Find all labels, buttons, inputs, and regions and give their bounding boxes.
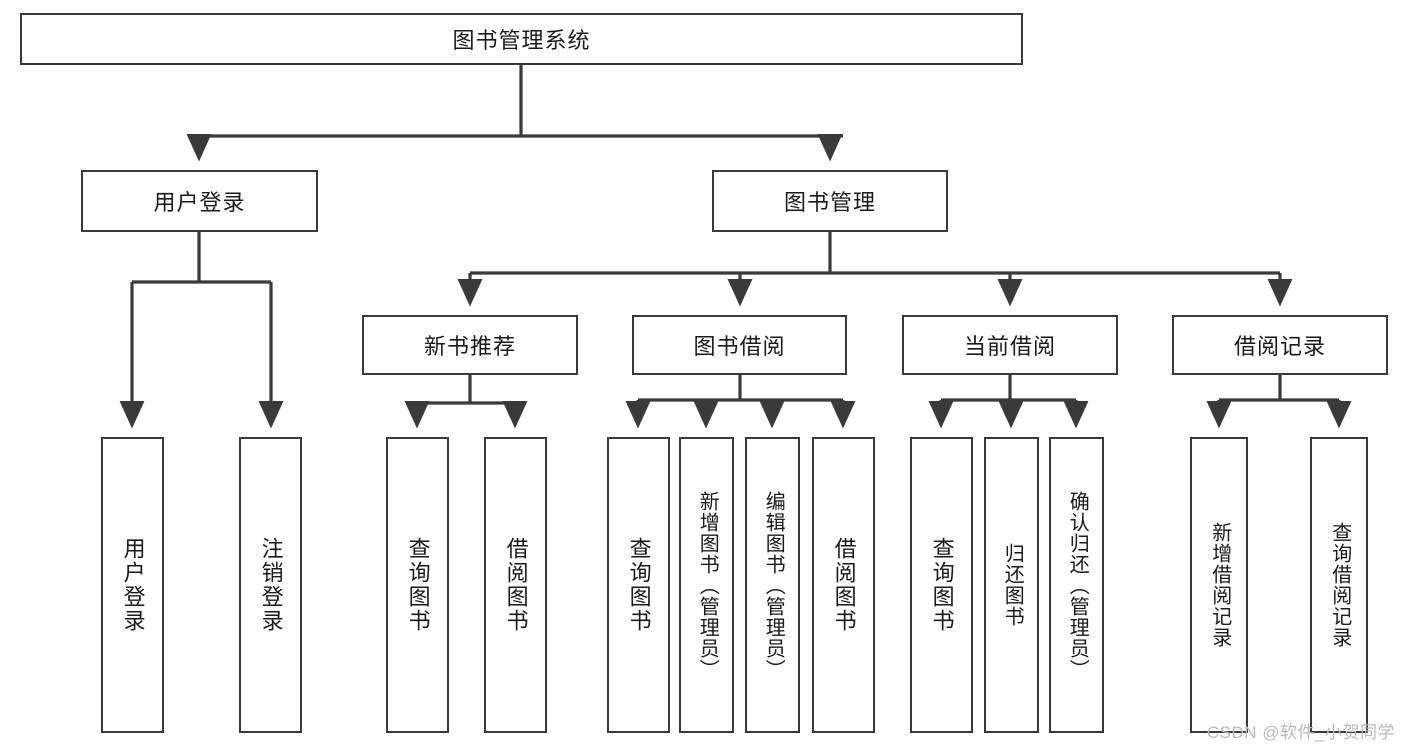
node-book-manage[interactable]: 图书管理: [712, 170, 948, 232]
node-leaf-query-book-3[interactable]: 查询图书: [910, 437, 973, 733]
node-leaf-add-record-label: 新增借阅记录: [1208, 522, 1231, 648]
node-leaf-confirm-return-label: 确认归还（管理员）: [1066, 490, 1089, 680]
node-leaf-borrow-book-2[interactable]: 借阅图书: [812, 437, 875, 733]
node-new-book-recommend-label: 新书推荐: [423, 334, 516, 359]
node-leaf-query-book-2-label: 查询图书: [626, 537, 652, 633]
node-leaf-add-record[interactable]: 新增借阅记录: [1190, 437, 1248, 733]
node-leaf-query-book-2[interactable]: 查询图书: [607, 437, 670, 733]
node-leaf-query-book-3-label: 查询图书: [929, 537, 955, 633]
node-root[interactable]: 图书管理系统: [20, 13, 1023, 65]
node-user-login[interactable]: 用户登录: [81, 170, 318, 232]
node-root-label: 图书管理系统: [452, 28, 591, 53]
node-leaf-query-record[interactable]: 查询借阅记录: [1310, 437, 1368, 733]
node-leaf-borrow-book-1-label: 借阅图书: [503, 537, 529, 633]
node-book-manage-label: 图书管理: [783, 190, 876, 215]
node-leaf-query-record-label: 查询借阅记录: [1328, 522, 1351, 648]
csdn-watermark: CSDN @软件_小贺同学: [1206, 723, 1395, 742]
node-leaf-return-book[interactable]: 归还图书: [984, 437, 1039, 733]
node-user-login-label: 用户登录: [153, 190, 246, 215]
node-borrow-record[interactable]: 借阅记录: [1172, 315, 1388, 375]
node-book-borrow-label: 图书借阅: [693, 334, 786, 359]
node-leaf-edit-book-label: 编辑图书（管理员）: [762, 490, 785, 680]
node-leaf-add-book[interactable]: 新增图书（管理员）: [679, 437, 734, 733]
node-leaf-user-login-label: 用户登录: [120, 537, 146, 633]
node-leaf-borrow-book-2-label: 借阅图书: [831, 537, 857, 633]
node-borrow-record-label: 借阅记录: [1233, 334, 1326, 359]
node-leaf-query-book-1-label: 查询图书: [405, 537, 431, 633]
node-current-borrow-label: 当前借阅: [963, 334, 1056, 359]
node-leaf-confirm-return[interactable]: 确认归还（管理员）: [1049, 437, 1104, 733]
node-current-borrow[interactable]: 当前借阅: [902, 315, 1118, 375]
node-leaf-logout-label: 注销登录: [258, 537, 284, 633]
node-leaf-add-book-label: 新增图书（管理员）: [696, 490, 719, 680]
node-leaf-user-login[interactable]: 用户登录: [101, 437, 164, 733]
node-new-book-recommend[interactable]: 新书推荐: [362, 315, 578, 375]
node-leaf-borrow-book-1[interactable]: 借阅图书: [484, 437, 547, 733]
node-leaf-logout[interactable]: 注销登录: [239, 437, 302, 733]
node-leaf-return-book-label: 归还图书: [1001, 543, 1024, 627]
node-leaf-query-book-1[interactable]: 查询图书: [386, 437, 449, 733]
node-leaf-edit-book[interactable]: 编辑图书（管理员）: [745, 437, 800, 733]
node-book-borrow[interactable]: 图书借阅: [632, 315, 847, 375]
